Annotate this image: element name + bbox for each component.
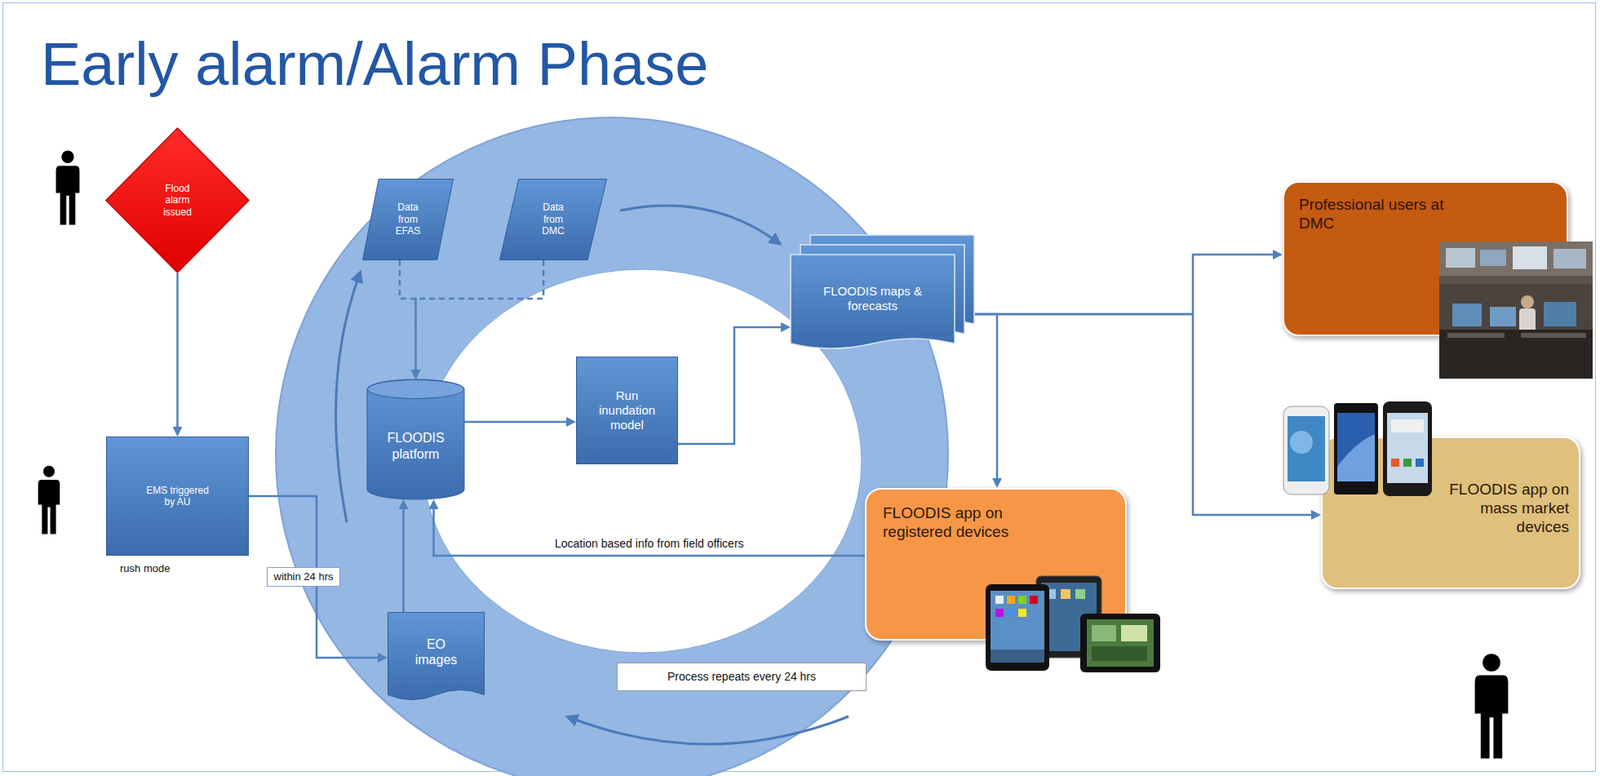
connector-arrow — [974, 314, 1313, 515]
user-panel: Professional users at DMC — [1282, 181, 1569, 337]
process-box: Run inundation model — [576, 356, 679, 465]
text-area: Flood alarm issued — [137, 163, 218, 237]
node-text: Professional users at DMC — [1298, 195, 1479, 234]
data-input: Data from DMC — [499, 178, 608, 261]
note-box: Process repeats every 24 hrs — [616, 662, 867, 692]
connector-arrow — [402, 507, 405, 612]
person-icon — [56, 150, 80, 226]
slide-title: Early alarm/Alarm Phase — [40, 34, 709, 95]
text-area: Data from EFAS — [378, 183, 438, 256]
document-stack: FLOODIS maps & forecasts — [790, 234, 975, 352]
user-panel: FLOODIS app on registered devices — [864, 487, 1127, 641]
database-cylinder: FLOODIS platform — [367, 379, 465, 500]
process-box: EMS triggered by AU — [106, 436, 249, 556]
connector-arrow — [434, 507, 866, 556]
box-fill — [576, 357, 679, 465]
connector-arrow — [974, 254, 1275, 315]
cycle-ring-outer — [275, 117, 949, 776]
text-area: Professional users at DMC — [1298, 195, 1556, 257]
node-text: Flood alarm issued — [157, 182, 199, 218]
node-text: EO images — [410, 636, 463, 668]
person-icon — [38, 465, 61, 535]
decision-diamond: Flood alarm issued — [105, 127, 250, 274]
text-area: EO images — [392, 616, 480, 687]
text-area: FLOODIS platform — [372, 402, 460, 490]
connector-arrow — [399, 260, 417, 372]
parallelogram-fill — [363, 179, 454, 261]
document-page — [790, 254, 955, 349]
connector-arrow — [464, 421, 568, 424]
text-area: Data from DMC — [518, 183, 588, 256]
connector-arrow — [176, 273, 179, 429]
cylinder-body — [367, 379, 465, 500]
control-room-photo — [1439, 241, 1593, 379]
document-page — [388, 612, 485, 701]
node-text: FLOODIS app on mass market devices — [1436, 480, 1569, 537]
data-input: Data from EFAS — [362, 178, 454, 261]
person-icon — [1475, 653, 1509, 758]
box-fill — [106, 437, 249, 556]
text-area: Run inundation model — [582, 363, 672, 458]
connector-arrow — [974, 314, 998, 480]
connector-arrow — [416, 260, 545, 372]
phone-devices — [1281, 401, 1434, 498]
cycle-arrow — [571, 716, 849, 745]
node-text: FLOODIS platform — [379, 429, 453, 461]
cycle-arrow — [336, 275, 360, 523]
diamond-fill — [106, 128, 249, 273]
note-text: rush mode — [119, 562, 170, 576]
edge-label: Location based info from field officers — [552, 536, 747, 552]
connector-arrow — [248, 496, 380, 658]
connector-arrow — [678, 327, 783, 444]
cycle-arrow — [620, 205, 777, 242]
text-area: EMS triggered by AU — [112, 443, 243, 550]
document-shape: EO images — [387, 611, 485, 704]
text-area: FLOODIS app on registered devices — [882, 504, 1113, 586]
node-text: FLOODIS app on registered devices — [882, 504, 1055, 542]
node-text: EMS triggered by AU — [145, 484, 211, 509]
cylinder-top — [367, 380, 465, 399]
text-area: FLOODIS maps & forecasts — [795, 259, 950, 337]
user-panel: FLOODIS app on mass market devices — [1320, 436, 1581, 590]
node-text: Run inundation model — [589, 388, 665, 433]
parallelogram-fill — [500, 179, 608, 261]
node-text: Data from EFAS — [390, 201, 426, 237]
edge-label: within 24 hrs — [266, 567, 342, 587]
node-text: Data from DMC — [535, 201, 572, 237]
node-text: FLOODIS maps & forecasts — [811, 283, 935, 314]
tablet-devices — [985, 574, 1162, 674]
text-area: FLOODIS app on mass market devices — [1436, 480, 1569, 575]
